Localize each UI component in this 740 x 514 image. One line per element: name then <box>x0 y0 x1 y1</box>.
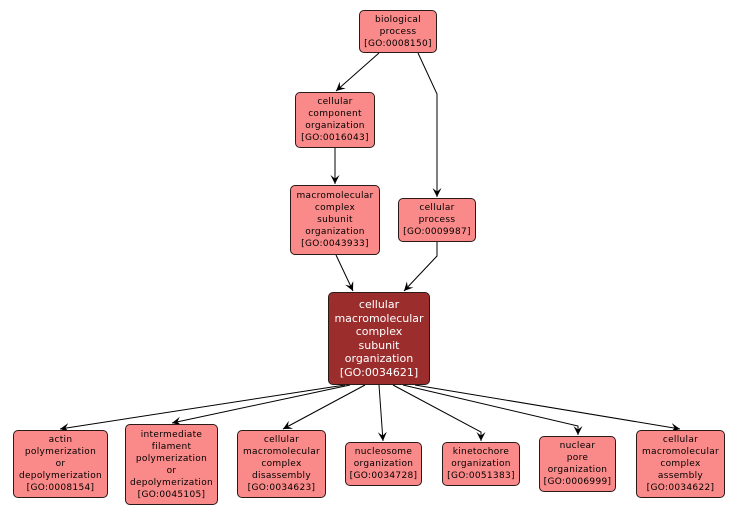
term-id-label: [GO:0006999] <box>543 477 612 487</box>
arrowhead-icon <box>404 281 414 291</box>
arrowhead-icon <box>172 416 182 426</box>
term-name-line: pore <box>566 453 589 463</box>
term-name-line: organization <box>305 121 365 131</box>
term-name-line: complex <box>314 203 356 213</box>
term-id-label: [GO:0034622] <box>646 483 715 493</box>
arrowhead-icon <box>573 426 583 435</box>
term-name-line: macromolecular <box>242 447 321 457</box>
term-name-line: or <box>55 459 66 469</box>
term-id-label: [GO:0008150] <box>364 38 432 49</box>
edge-line <box>282 384 366 430</box>
term-node[interactable]: cellular process [GO:0009987] <box>398 198 476 242</box>
term-name-line: assembly <box>657 471 704 481</box>
term-name-line: cellular <box>662 435 699 445</box>
term-name-line: macromolecular <box>334 311 424 325</box>
term-id-label: [GO:0045105] <box>137 489 206 500</box>
edge-GO0043933-to-GO0034621 <box>335 254 354 292</box>
arrowhead-icon <box>283 420 294 429</box>
term-node[interactable]: macromolecular complex subunit organization… <box>290 185 380 255</box>
term-id-label: [GO:0016043] <box>301 133 369 143</box>
edge-GO0008150-to-GO0009987 <box>417 52 442 197</box>
term-id-label: [GO:0034728] <box>349 471 418 481</box>
edge-GO0034621-to-GO0034623 <box>282 384 366 430</box>
term-name-line: organization <box>305 227 365 237</box>
term-name-line: cellular <box>317 97 353 107</box>
edge-GO0009987-to-GO0034621 <box>403 242 438 292</box>
term-node[interactable]: cellular macromolecular complex assembly [GO… <box>636 430 725 498</box>
term-name-line: depolymerization <box>18 471 103 481</box>
term-name-line: polymerization <box>135 453 208 464</box>
edge-line <box>403 242 438 292</box>
term-name-line: nuclear <box>559 441 596 451</box>
term-name-line: kinetochore <box>452 447 510 457</box>
term-name-line: process <box>379 26 417 37</box>
edge-GO0016043-to-GO0043933 <box>330 148 340 184</box>
arrowhead-icon <box>345 280 354 291</box>
term-node[interactable]: actin polymerization or depolymerization [GO… <box>13 430 108 498</box>
term-id-label: [GO:0008154] <box>26 483 95 493</box>
term-name-line: cellular <box>263 435 300 445</box>
edge-GO0034621-to-GO0034622 <box>414 384 681 432</box>
term-name-line: depolymerization <box>129 477 214 488</box>
term-name-line: subunit <box>317 215 353 225</box>
arrowhead-icon <box>476 432 486 441</box>
term-name-line: polymerization <box>24 447 97 457</box>
edge-line <box>378 384 384 442</box>
term-name-line: organization <box>451 459 511 469</box>
term-node[interactable]: kinetochore organization [GO:0051383] <box>442 442 520 486</box>
term-name-line: component <box>308 109 362 119</box>
term-name-line: nucleosome <box>354 447 413 457</box>
edge-line <box>414 384 681 430</box>
edge-GO0034621-to-GO0045105 <box>171 384 351 426</box>
arrowhead-icon <box>336 81 346 91</box>
term-name-line: or <box>166 465 177 476</box>
arrowhead-icon <box>60 423 70 433</box>
term-name-line: organization <box>547 465 608 475</box>
term-node[interactable]: nuclear pore organization [GO:0006999] <box>539 436 616 492</box>
term-name-line: intermediate <box>140 429 203 440</box>
term-id-label: [GO:0034621] <box>339 365 419 379</box>
term-node[interactable]: nucleosome organization [GO:0034728] <box>345 442 422 486</box>
term-id-label: [GO:0009987] <box>403 227 471 237</box>
arrowhead-icon <box>377 431 387 441</box>
term-id-label: [GO:0034623] <box>247 483 316 493</box>
term-name-line: cellular <box>358 298 400 311</box>
arrowhead-icon <box>432 188 442 197</box>
term-name-line: cellular <box>419 203 455 213</box>
term-name-line: disassembly <box>252 471 311 481</box>
arrowhead-icon <box>330 175 340 184</box>
term-name-line: biological <box>375 14 421 25</box>
edge-GO0034621-to-GO0034728 <box>377 384 387 442</box>
edge-line <box>59 384 346 430</box>
term-name-line: filament <box>151 441 192 452</box>
term-name-line: complex <box>261 459 302 469</box>
edge-line <box>335 254 354 292</box>
term-name-line: macromolecular <box>641 447 720 457</box>
edge-line <box>171 384 351 424</box>
term-name-line: subunit <box>358 338 400 352</box>
edge-GO0008150-to-GO0016043 <box>335 52 380 92</box>
term-name-line: organization <box>353 459 414 469</box>
term-name-line: actin <box>48 435 73 445</box>
arrowhead-icon <box>670 423 680 432</box>
term-id-label: [GO:0043933] <box>301 239 369 249</box>
edge-GO0034621-to-GO0006999 <box>402 384 583 435</box>
edge-GO0034621-to-GO0008154 <box>59 384 346 433</box>
term-name-line: complex <box>660 459 701 469</box>
term-id-label: [GO:0051383] <box>447 471 515 481</box>
term-name-line: organization <box>344 352 414 365</box>
term-node[interactable]: cellular macromolecular complex disassembly… <box>237 430 326 498</box>
edge-line <box>417 52 438 197</box>
edge-GO0034621-to-GO0051383 <box>392 384 486 441</box>
term-name-line: complex <box>355 325 403 338</box>
term-name-line: process <box>418 215 456 225</box>
edge-line <box>335 52 380 92</box>
term-node[interactable]: cellular component organization [GO:0016043… <box>295 92 375 148</box>
edge-line <box>402 384 579 435</box>
term-name-line: macromolecular <box>296 191 374 201</box>
